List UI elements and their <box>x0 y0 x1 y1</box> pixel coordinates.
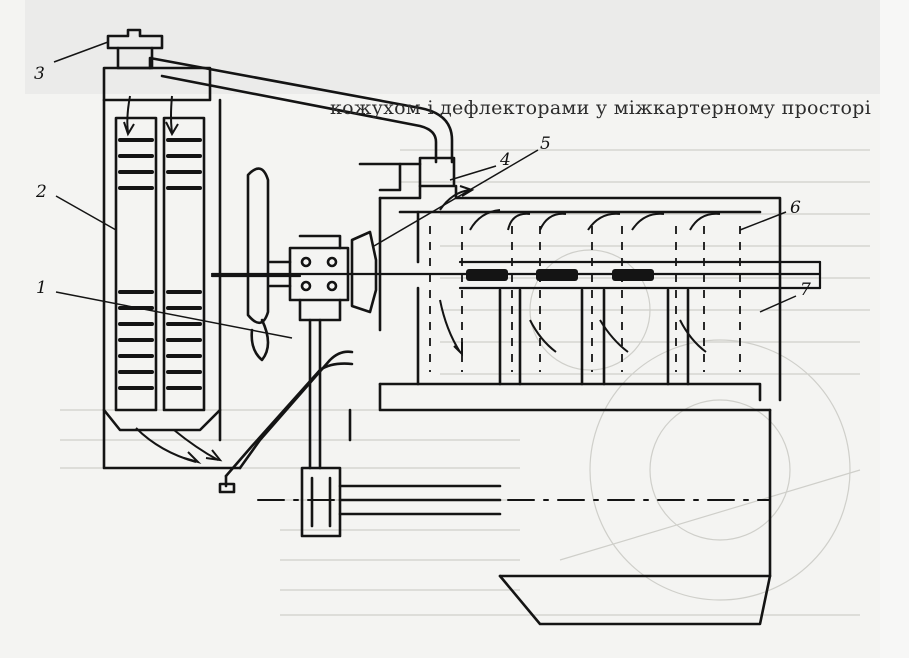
radiator <box>102 28 242 470</box>
thermostat-housing <box>358 156 456 192</box>
part-label-3: 3 <box>34 64 45 84</box>
engine-block <box>348 184 782 578</box>
part-label-7: 7 <box>800 280 811 300</box>
part-label-1: 1 <box>36 278 47 298</box>
water-pump <box>268 230 378 322</box>
right-margin <box>880 0 909 658</box>
crank-pulley <box>300 318 502 538</box>
caption-line: кожухом і дефлекторами у міжкартерному п… <box>330 97 872 119</box>
part-label-5: 5 <box>540 134 551 154</box>
dashed-guides <box>429 226 741 372</box>
upper-hose <box>148 56 454 164</box>
cylinder-markers <box>466 269 654 281</box>
part-label-6: 6 <box>790 198 801 218</box>
lower-hose <box>218 350 354 494</box>
leader-lines <box>53 41 797 339</box>
oil-pan <box>498 574 772 626</box>
bleed-through-lines <box>60 149 870 616</box>
part-label-2: 2 <box>36 182 47 202</box>
part-label-4: 4 <box>500 150 511 170</box>
main-shaft <box>210 260 822 290</box>
radiator-fins <box>118 138 202 390</box>
drawing <box>102 28 822 626</box>
